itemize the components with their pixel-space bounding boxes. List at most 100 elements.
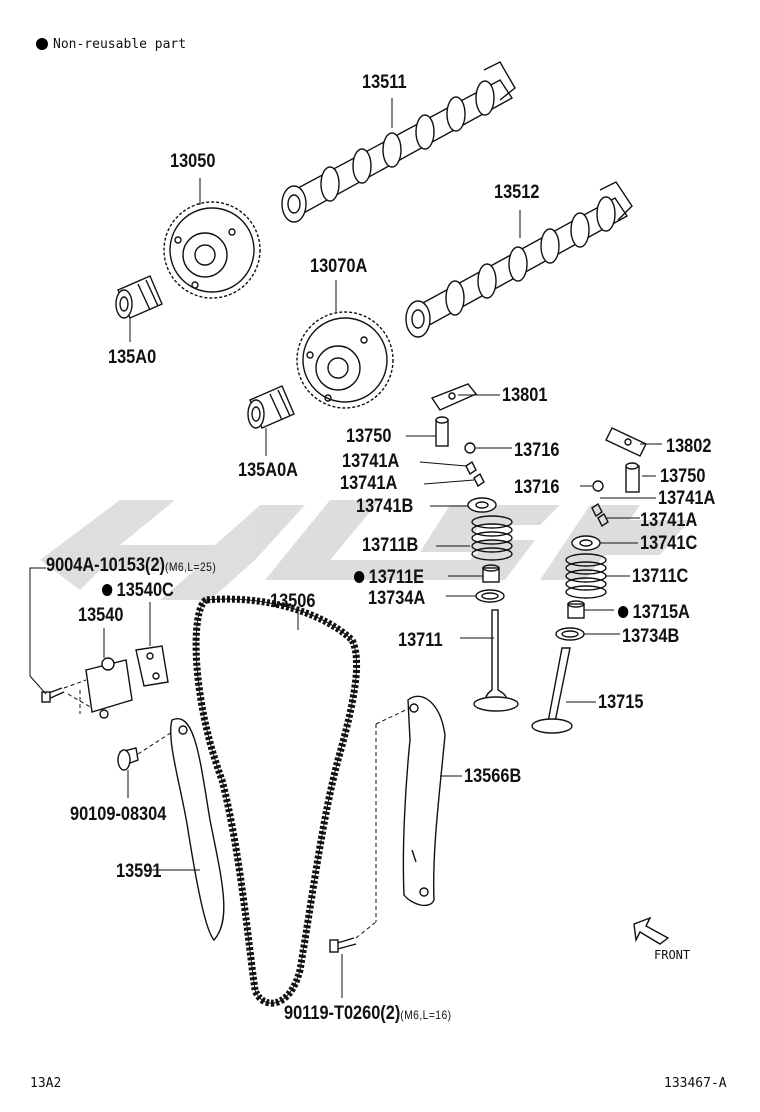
part-label-13734B[interactable]: 13734B (622, 627, 679, 646)
part-label-13540[interactable]: 13540 (78, 606, 123, 625)
rocker-arm-13801 (430, 383, 478, 411)
retainer-13741B (467, 497, 497, 513)
valve-stem-seal-13715A (567, 600, 585, 619)
keeper-13741A-2 (473, 472, 485, 488)
part-label-13750b[interactable]: 13750 (660, 467, 705, 486)
part-label-90109[interactable]: 90109-08304 (70, 805, 166, 824)
non-reusable-bullet-icon (36, 37, 48, 50)
part-label-13741Ad[interactable]: 13741A (640, 511, 697, 530)
retainer-13741C (571, 535, 601, 551)
part-label-13741Aa[interactable]: 13741A (342, 452, 399, 471)
part-label-135A0A[interactable]: 135A0A (238, 461, 298, 480)
cam-timing-gear-13070A (296, 311, 394, 409)
part-label-90119[interactable]: 90119-T0260(2)(M6,L=16) (284, 1004, 451, 1023)
part-number: 13711C (632, 566, 689, 587)
part-number: 13540 (78, 605, 124, 626)
shim-13716-left (464, 442, 476, 454)
non-reusable-bullet-icon (618, 605, 629, 618)
part-number: 13711 (398, 630, 443, 651)
chain-tensioner-13540 (85, 657, 133, 719)
legend-note: Non-reusable part (36, 37, 186, 52)
part-label-13750a[interactable]: 13750 (346, 427, 391, 446)
part-number: 13070A (310, 256, 368, 277)
part-number: 135A0A (238, 460, 298, 481)
part-label-13802[interactable]: 13802 (666, 437, 711, 456)
part-spec: (M6,L=25) (165, 560, 217, 574)
part-number: 13741A (658, 488, 716, 509)
part-number: 13716 (514, 477, 560, 498)
intake-valve-13711 (473, 609, 519, 712)
part-label-13741B[interactable]: 13741B (356, 497, 413, 516)
rocker-arm-13802 (605, 427, 647, 457)
non-reusable-bullet-icon (102, 583, 113, 596)
part-label-13711[interactable]: 13711 (398, 631, 443, 650)
keeper-13741A-3 (591, 502, 603, 518)
part-number: 13716 (514, 440, 560, 461)
part-label-13540C[interactable]: 13540C (102, 581, 174, 600)
part-number: 90119-T0260(2) (284, 1003, 401, 1024)
part-number: 13566B (464, 766, 522, 787)
part-label-13716a[interactable]: 13716 (514, 441, 559, 460)
part-label-13512[interactable]: 13512 (494, 183, 539, 202)
part-label-13741Ab[interactable]: 13741A (340, 474, 397, 493)
part-label-13511[interactable]: 13511 (362, 73, 407, 92)
part-label-13591[interactable]: 13591 (116, 862, 161, 881)
part-label-13070A[interactable]: 13070A (310, 257, 367, 276)
chain-guide-13566B (402, 695, 446, 907)
part-number: 9004A-10153(2) (46, 555, 166, 576)
part-label-13050[interactable]: 13050 (170, 152, 215, 171)
footer-right-code: 133467-A (664, 1076, 727, 1091)
part-number: 13711E (368, 567, 425, 588)
part-label-13711C[interactable]: 13711C (632, 567, 688, 586)
part-number: 13741C (640, 533, 698, 554)
part-number: 13741A (640, 510, 698, 531)
tensioner-gasket-13540C (135, 645, 169, 687)
part-label-13506[interactable]: 13506 (270, 592, 315, 611)
camshaft-13512 (405, 181, 633, 338)
part-label-13711B[interactable]: 13711B (362, 536, 418, 555)
bolt-90109-08304 (117, 747, 139, 771)
chain-slipper-13591 (170, 718, 225, 942)
shim-13716-right (592, 480, 604, 492)
part-number: 13512 (494, 182, 540, 203)
part-number: 13741B (356, 496, 414, 517)
part-number: 13801 (502, 385, 548, 406)
part-label-9004A[interactable]: 9004A-10153(2)(M6,L=25) (46, 556, 216, 575)
part-label-13741Ac[interactable]: 13741A (658, 489, 715, 508)
valve-spring-13711B (471, 515, 513, 561)
part-label-13801[interactable]: 13801 (502, 386, 547, 405)
keeper-13741A-4 (597, 512, 609, 528)
part-label-13711E[interactable]: 13711E (354, 568, 424, 587)
timing-chain-13506 (192, 595, 361, 1007)
part-number: 13802 (666, 436, 712, 457)
valve-spring-13711C (565, 553, 607, 599)
washer-13734A (475, 589, 505, 603)
sleeve-135A0A (247, 385, 295, 429)
part-label-13734A[interactable]: 13734A (368, 589, 425, 608)
camshaft-13511 (281, 61, 516, 223)
part-label-13715[interactable]: 13715 (598, 693, 643, 712)
front-arrow-icon (633, 916, 670, 945)
part-label-13741C[interactable]: 13741C (640, 534, 697, 553)
alignment-lines (63, 679, 411, 939)
part-number: 13591 (116, 861, 162, 882)
part-number: 13715A (632, 602, 690, 623)
part-number: 90109-08304 (70, 804, 167, 825)
part-label-13716b[interactable]: 13716 (514, 478, 559, 497)
part-spec: (M6,L=16) (400, 1008, 452, 1022)
part-number: 13715 (598, 692, 644, 713)
part-label-13715A[interactable]: 13715A (618, 603, 690, 622)
valve-stem-seal-13711E (482, 564, 500, 583)
part-label-13566B[interactable]: 13566B (464, 767, 521, 786)
part-number: 13511 (362, 72, 407, 93)
part-number: 13711B (362, 535, 419, 556)
bolt-90119-T0260 (329, 937, 357, 953)
legend-text: Non-reusable part (53, 37, 187, 52)
part-label-135A0[interactable]: 135A0 (108, 348, 156, 367)
part-number: 13734A (368, 588, 426, 609)
non-reusable-bullet-icon (354, 570, 365, 583)
part-number: 13741A (342, 451, 400, 472)
washer-13734B (555, 627, 585, 641)
